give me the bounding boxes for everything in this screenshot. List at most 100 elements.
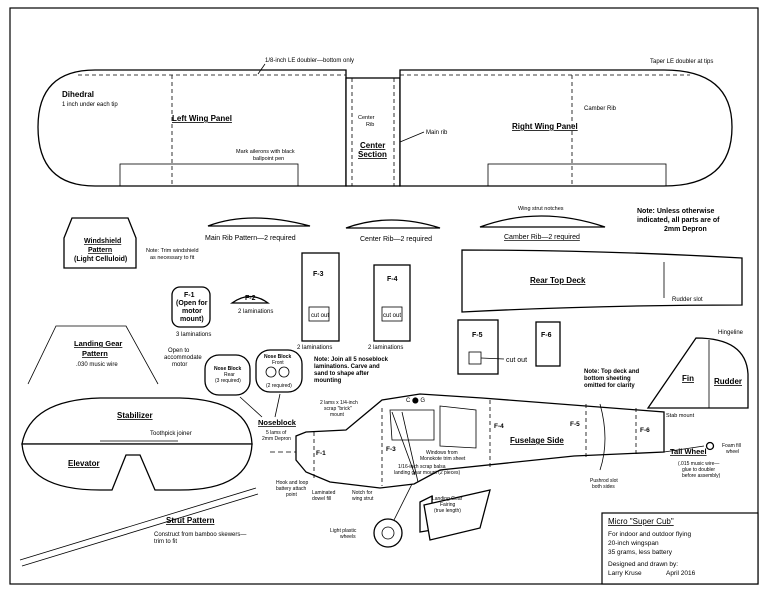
rudder-label: Rudder (714, 377, 742, 386)
pushrod-note-1: Pushrod slot (590, 478, 618, 484)
landing-gear-title: Landing Gear (74, 339, 122, 348)
title-block-title: Micro "Super Cub" (608, 517, 674, 526)
brick-note-3: mount (330, 412, 345, 418)
dihedral-title: Dihedral (62, 90, 94, 99)
left-aileron (119, 163, 299, 187)
fairing-note-2: Fairing (440, 502, 456, 508)
wire-note-3: before assembly) (682, 473, 721, 479)
main-wheel (373, 518, 403, 548)
f2-label: F-2 (245, 295, 256, 302)
windshield-subtitle: Pattern (88, 247, 112, 254)
left-wing-panel (37, 69, 347, 187)
f4-label: F-4 (387, 276, 398, 283)
rib-patterns: Main Rib Pattern—2 required Center Rib—2… (205, 206, 720, 243)
left-wing-label: Left Wing Panel (172, 114, 232, 123)
wheels-note-1: Light plastic (330, 528, 357, 534)
center-rib-label-2: Rib (366, 122, 374, 128)
f5-label: F-5 (472, 332, 483, 339)
cockpit-cg-mark: C ⬤ G (406, 397, 425, 404)
le-doubler-label: 1/8-inch LE doubler—bottom only (265, 58, 354, 64)
gear-fairing-shape (423, 489, 491, 541)
title-block: Micro "Super Cub" For indoor and outdoor… (601, 512, 759, 585)
main-wheel-hub (381, 526, 395, 540)
f3-label: F-3 (313, 271, 324, 278)
fuselage-f1: F-1 (316, 450, 326, 457)
center-section-label-1: Center (360, 141, 385, 150)
noseblock-rear-label: Nose Block (214, 366, 241, 372)
landing-gear-material: .030 music wire (76, 362, 118, 368)
stabilizer-elevator: Stabilizer Toothpick joiner Elevator (21, 397, 253, 491)
f3-shape (301, 252, 340, 342)
balsa-note-1: 1/16-inch scrap balsa (398, 464, 446, 470)
balsa-note-2: landing gear mount (2 pieces) (394, 470, 460, 476)
windshield-shape (63, 217, 137, 269)
wire-note-2: glue to doubler (682, 467, 715, 473)
fuselage-f3: F-3 (386, 446, 396, 453)
windshield-material: (Light Celluloid) (74, 256, 127, 263)
main-rib-pattern-label: Main Rib Pattern—2 required (205, 235, 296, 242)
hingeline-label: Hingeline (718, 330, 744, 336)
nose-note-3: sand to shape after (314, 371, 370, 377)
rudder-slot-label: Rudder slot (672, 297, 703, 303)
brick-note-1: 2 lams x 1/4-inch (320, 400, 358, 406)
f1-shape (171, 286, 211, 328)
sheet-border (9, 7, 759, 585)
f6-shape (535, 321, 561, 367)
pushrod-note-2: both sides (592, 484, 615, 490)
elevator-label: Elevator (68, 459, 100, 468)
fairing-note-1: Landing Gear (432, 496, 463, 502)
cockpit-windows (389, 405, 477, 449)
noseblock-front-sub: Front (272, 360, 284, 366)
rear-top-deck-shape (461, 249, 743, 313)
open-motor-1: Open to (168, 348, 190, 354)
landing-gear-subtitle: Pattern (82, 349, 108, 358)
title-block-line2: 20-inch wingspan (608, 540, 659, 547)
fin-label: Fin (682, 374, 694, 383)
fuselage-outline (295, 393, 665, 489)
nose-note-2: laminations. Carve and (314, 364, 380, 370)
fin-rudder-shape (646, 337, 749, 409)
right-wing-label: Right Wing Panel (512, 122, 578, 131)
fuselage-f4: F-4 (494, 423, 504, 430)
wing-plan: 1/8-inch LE doubler—bottom only Taper LE… (37, 58, 733, 187)
title-block-line3: 35 grams, less battery (608, 549, 673, 556)
fuselage-side-label: Fuselage Side (510, 436, 564, 445)
noseblock-sub-1: 5 lams of (266, 430, 287, 436)
f6-label: F-6 (541, 332, 552, 339)
title-block-date: April 2016 (666, 570, 696, 577)
topdeck-note-2: bottom sheeting (584, 376, 631, 382)
open-motor-2: accommodate (164, 355, 202, 361)
hook-note-2: battery attach (276, 486, 307, 492)
f1-line-4: mount) (180, 316, 204, 323)
right-wing-panel (399, 69, 733, 187)
noseblock-front-hole (265, 366, 277, 378)
strut-pattern: Strut Pattern Construct from bamboo skew… (19, 487, 259, 567)
pushrod-line (599, 403, 606, 471)
landing-gear-wire (27, 325, 159, 385)
toothpick-label: Toothpick joiner (150, 431, 192, 437)
noseblock-rear-req: (3 required) (215, 378, 241, 384)
center-rib-shape (345, 219, 441, 229)
f5-shape (457, 319, 499, 375)
formers: F-1 (Open for motor mount) 3 laminations… (171, 252, 561, 375)
brick-note-2: scrap "brick" (324, 406, 352, 412)
stabilizer-label: Stabilizer (117, 411, 153, 420)
nose-note-4: mounting (314, 378, 342, 384)
main-gear-wire (393, 483, 413, 521)
rear-top-deck: Rear Top Deck Rudder slot (461, 249, 743, 313)
landing-gear-pattern: Landing Gear Pattern .030 music wire (27, 325, 159, 385)
main-rib-shape (207, 217, 311, 227)
main-rib-leader (399, 131, 425, 143)
windows-note-2: Monokote trim sheet (420, 456, 466, 462)
depron-note-1: Note: Unless otherwise (637, 208, 715, 215)
foam-wheel-2: wheel (726, 449, 739, 455)
strut-note-2: trim to fit (154, 539, 177, 545)
f3-laminations: 2 laminations (297, 345, 332, 351)
center-section (345, 77, 401, 187)
stab-mount-label: Stab mount (666, 413, 695, 419)
stabilizer-shape (21, 397, 253, 445)
tail-wheel-wire (663, 445, 705, 453)
strut-lines (19, 487, 259, 567)
